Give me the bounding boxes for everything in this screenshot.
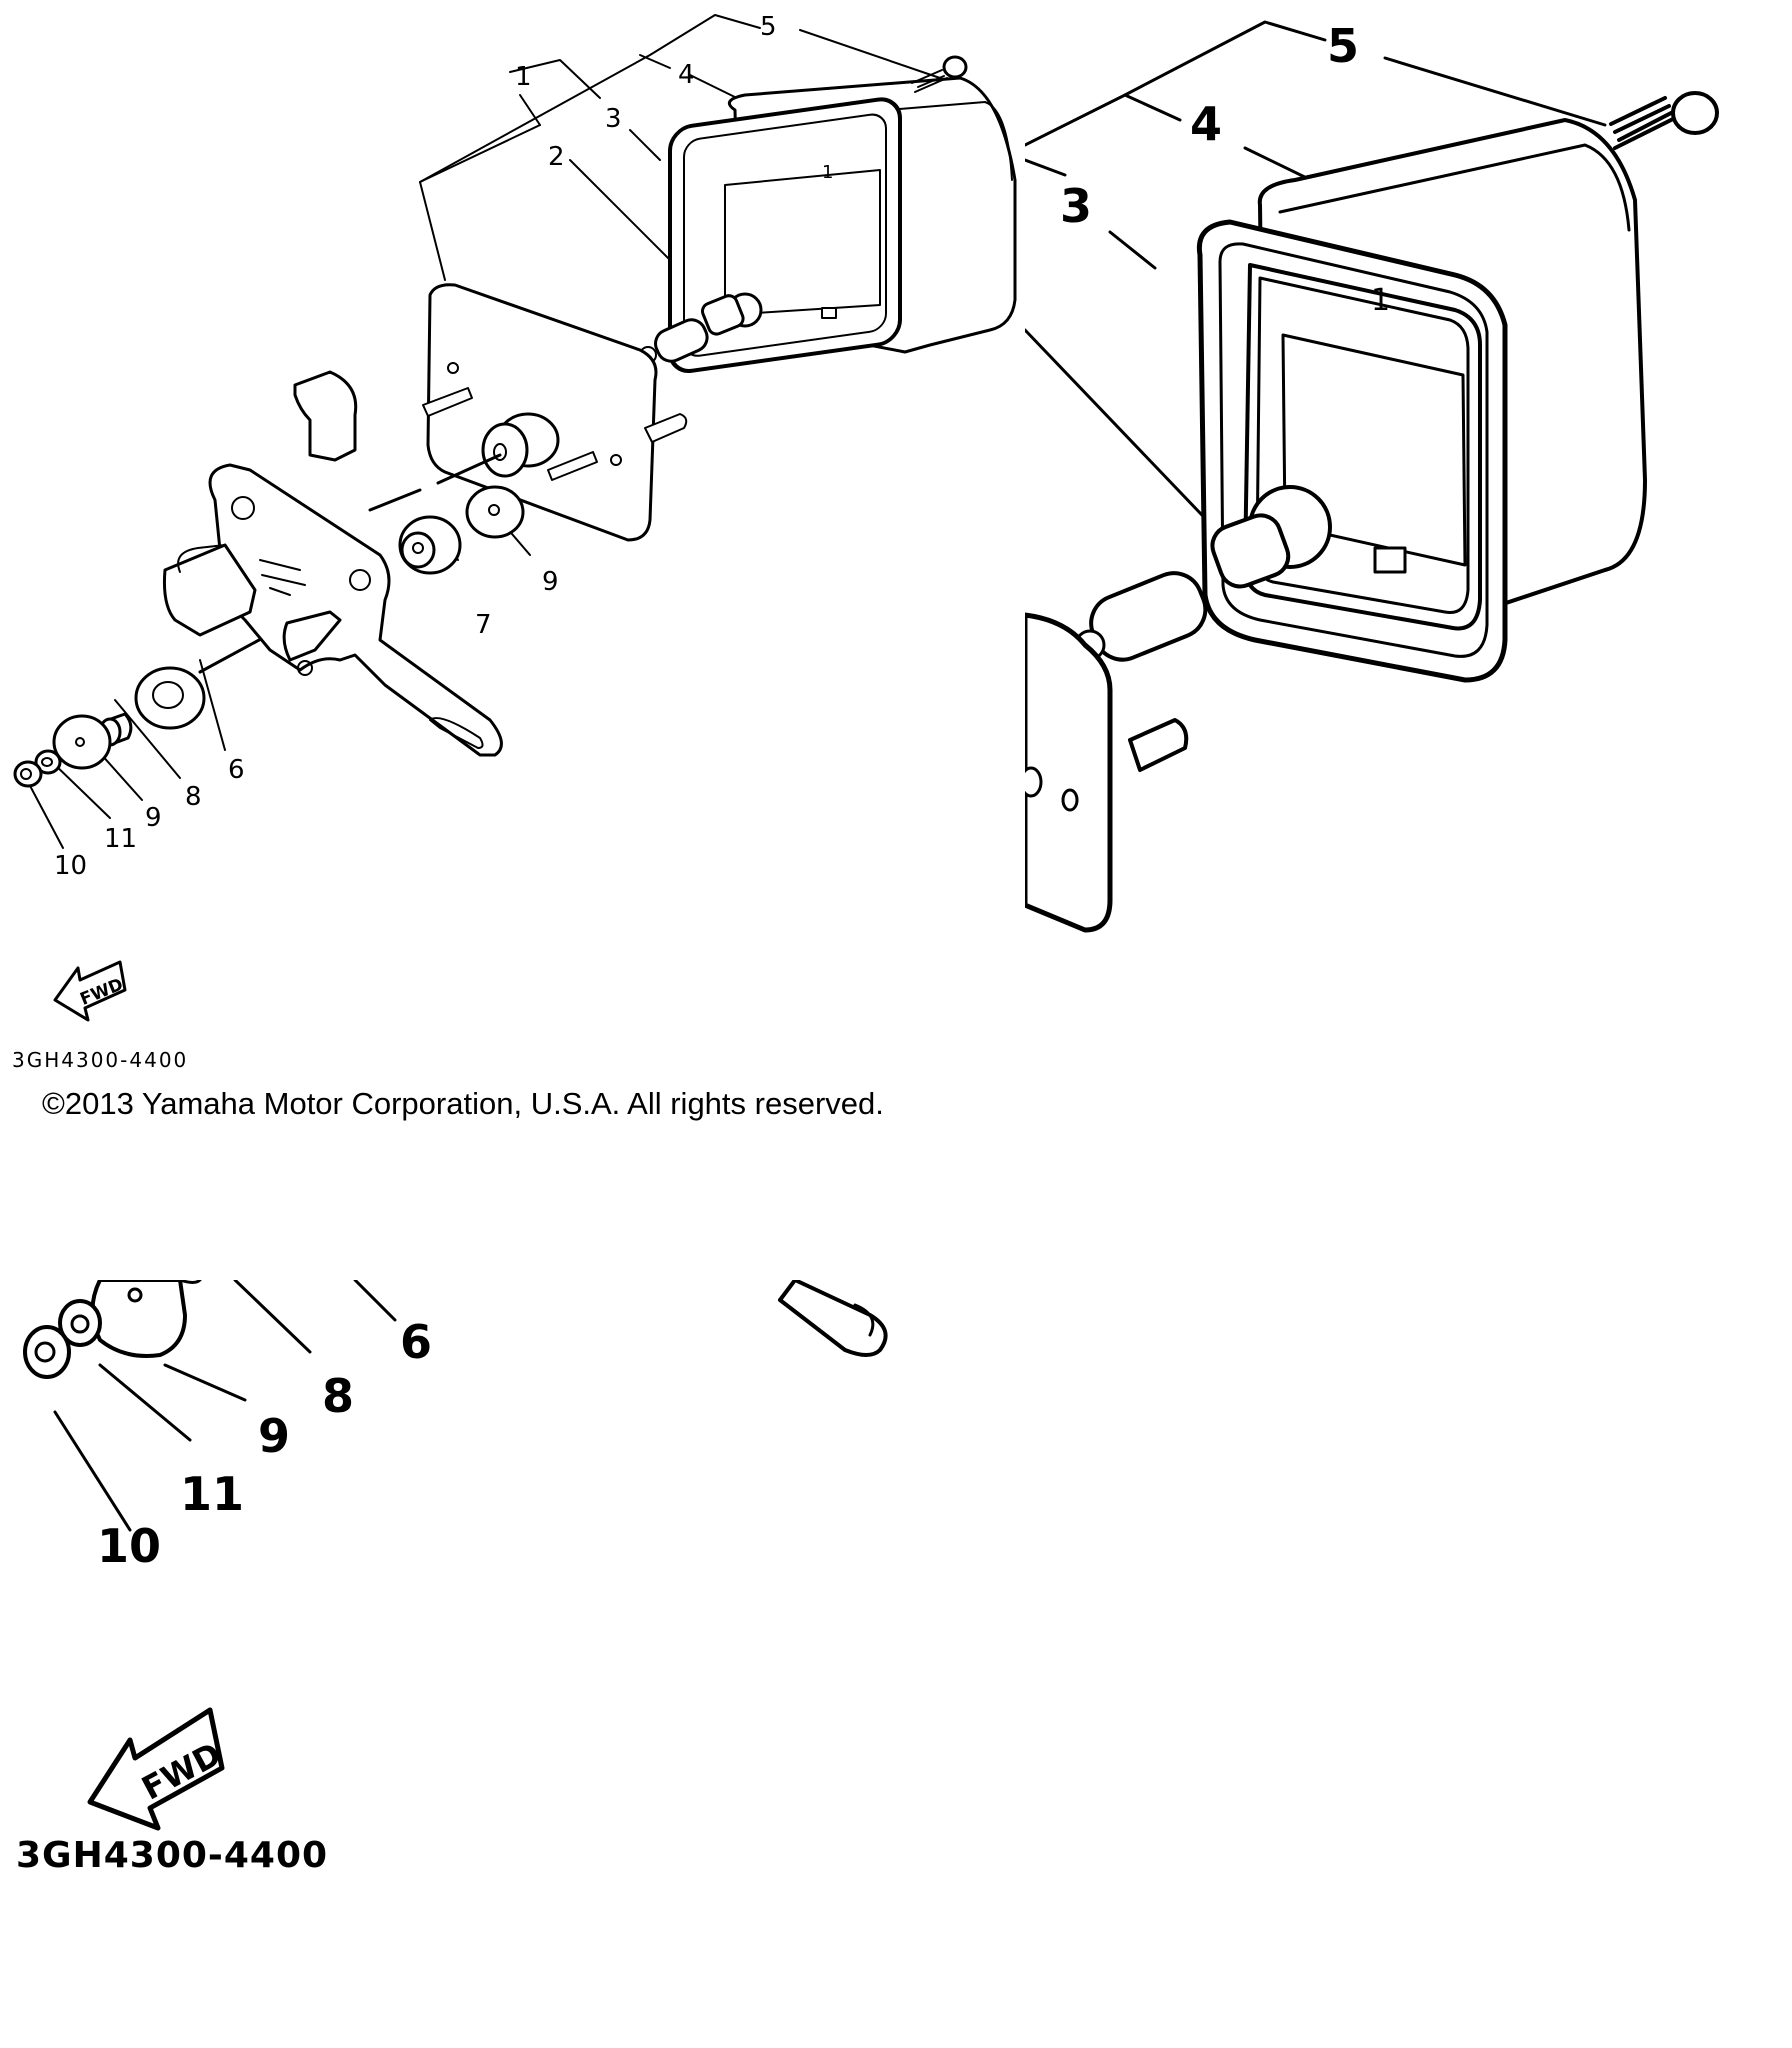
washer-lower — [52, 714, 112, 770]
exploded-diagram: 1 — [0, 0, 1030, 1070]
zoom-view-hardware-svg: FWD 6 8 9 11 10 — [23, 1280, 888, 1831]
fwd-arrow-icon: FWD — [53, 960, 127, 1022]
zoom-callout-8: 8 — [322, 1369, 354, 1423]
callout-2: 2 — [548, 142, 565, 172]
exploded-diagram-svg: 1 — [13, 12, 1017, 1022]
bulb — [701, 292, 763, 336]
spring-washer — [34, 749, 62, 775]
diagram-code: 3GH4300-4400 — [12, 1048, 189, 1072]
damper — [398, 515, 462, 575]
callout-6: 6 — [228, 755, 245, 785]
zoom-callout-11: 11 — [180, 1467, 244, 1521]
callouts: 5 4 1 3 2 9 7 6 8 9 11 10 — [54, 12, 777, 881]
zoom-callout-9: 9 — [258, 1409, 290, 1463]
zoom-callout-6: 6 — [400, 1315, 432, 1369]
zoom-view-hardware: FWD 6 8 9 11 10 — [0, 1280, 900, 1900]
zoom-callout-3: 3 — [1060, 179, 1092, 233]
zoom-view-lens: 1 5 4 3 — [1025, 0, 1792, 1000]
nut — [13, 760, 43, 788]
callout-10: 10 — [54, 851, 87, 881]
zoom-callout-5: 5 — [1327, 19, 1359, 73]
zoom-lens-mark: 1 — [1371, 283, 1390, 318]
mounting-bracket — [163, 370, 503, 757]
rubber-ring — [134, 666, 206, 730]
callout-8: 8 — [185, 782, 202, 812]
callout-7: 7 — [475, 610, 492, 640]
callout-1: 1 — [515, 62, 532, 92]
base-plate — [422, 283, 688, 542]
screw — [911, 55, 968, 93]
zoom-fwd-arrow-icon: FWD — [87, 1707, 227, 1831]
zoom-callout-4: 4 — [1190, 97, 1222, 151]
callout-11: 11 — [104, 824, 137, 854]
zoom-diagram-code: 3GH4300-4400 — [16, 1835, 329, 1876]
zoom-callout-10: 10 — [97, 1519, 161, 1573]
callout-3: 3 — [605, 104, 622, 134]
callout-5: 5 — [760, 12, 777, 42]
callout-9-lower: 9 — [145, 803, 162, 833]
callout-9-upper: 9 — [542, 567, 559, 597]
lens-mark: 1 — [822, 162, 833, 183]
callout-4: 4 — [678, 60, 695, 90]
copyright-notice: ©2013 Yamaha Motor Corporation, U.S.A. A… — [42, 1086, 884, 1121]
washer-upper — [465, 485, 525, 539]
zoom-view-lens-svg: 1 5 4 3 — [1025, 19, 1719, 933]
